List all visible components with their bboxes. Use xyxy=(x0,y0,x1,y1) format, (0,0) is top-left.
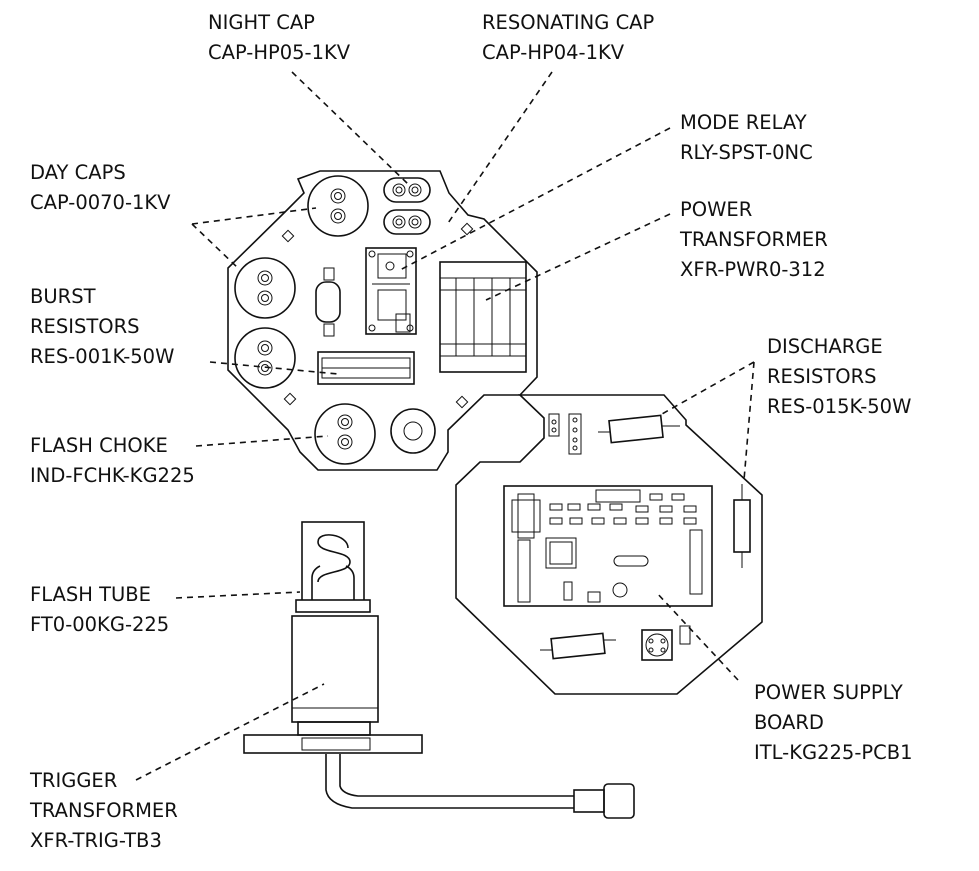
board-components xyxy=(549,493,697,525)
resonating-cap-label: RESONATING CAP CAP-HP04-1KV xyxy=(482,8,654,68)
discharge-resistors-name-2: RESISTORS xyxy=(767,365,877,388)
flash-tube-part: FT0-00KG-225 xyxy=(30,613,170,636)
burst-resistors-name-2: RESISTORS xyxy=(30,315,140,338)
power-transformer-label: POWER TRANSFORMER XFR-PWR0-312 xyxy=(680,195,828,285)
night-cap-name: NIGHT CAP xyxy=(208,11,315,34)
discharge-resistor-top xyxy=(598,414,680,444)
burst-resistors-part: RES-001K-50W xyxy=(30,345,175,368)
mode-relay xyxy=(365,247,417,335)
day-caps-part: CAP-0070-1KV xyxy=(30,191,171,214)
flash-tube-label: FLASH TUBE FT0-00KG-225 xyxy=(30,580,169,640)
discharge-resistor-right xyxy=(733,484,751,568)
night-cap-part: CAP-HP05-1KV xyxy=(208,41,351,64)
day-caps-label: DAY CAPS CAP-0070-1KV xyxy=(30,158,171,218)
power-supply-board-name-2: BOARD xyxy=(754,711,824,734)
discharge-resistors-name-1: DISCHARGE xyxy=(767,335,883,358)
resonating-cap-name: RESONATING CAP xyxy=(482,11,655,34)
burst-resistors-name-1: BURST xyxy=(30,285,96,308)
trigger-transformer-name-2: TRANSFORMER xyxy=(30,799,178,822)
flash-choke-label: FLASH CHOKE IND-FCHK-KG225 xyxy=(30,431,195,491)
resonating-cap xyxy=(383,209,431,235)
discharge-resistors-label: DISCHARGE RESISTORS RES-015K-50W xyxy=(767,332,911,422)
day-caps-name: DAY CAPS xyxy=(30,161,126,184)
day-cap-left-upper xyxy=(234,257,296,319)
power-transformer-name-2: TRANSFORMER xyxy=(680,228,828,251)
resonating-cap-part: CAP-HP04-1KV xyxy=(482,41,625,64)
flash-tube-name: FLASH TUBE xyxy=(30,583,151,606)
power-supply-board-label: POWER SUPPLY BOARD ITL-KG225-PCB1 xyxy=(754,678,913,768)
trigger-transformer xyxy=(243,615,635,819)
burst-resistors-label: BURST RESISTORS RES-001K-50W xyxy=(30,282,174,372)
mode-relay-part: RLY-SPST-0NC xyxy=(680,141,813,164)
night-cap-label: NIGHT CAP CAP-HP05-1KV xyxy=(208,8,350,68)
small-coil xyxy=(315,267,341,337)
day-cap-top xyxy=(307,175,369,237)
night-cap xyxy=(383,177,431,203)
round-connector xyxy=(641,625,691,661)
mode-relay-name: MODE RELAY xyxy=(680,111,807,134)
power-supply-board-name-1: POWER SUPPLY xyxy=(754,681,903,704)
trigger-transformer-part: XFR-TRIG-TB3 xyxy=(30,829,162,852)
trigger-transformer-label: TRIGGER TRANSFORMER XFR-TRIG-TB3 xyxy=(30,766,178,856)
power-supply-board-part: ITL-KG225-PCB1 xyxy=(754,741,913,764)
mode-relay-label: MODE RELAY RLY-SPST-0NC xyxy=(680,108,813,168)
power-supply-board xyxy=(503,485,713,607)
round-terminal xyxy=(390,408,436,454)
power-transformer-part: XFR-PWR0-312 xyxy=(680,258,826,281)
flash-choke-part: IND-FCHK-KG225 xyxy=(30,464,195,487)
discharge-resistor-bottom xyxy=(540,632,616,660)
flash-choke-name: FLASH CHOKE xyxy=(30,434,168,457)
burst-resistor xyxy=(317,351,415,385)
flash-tube xyxy=(295,521,371,613)
power-transformer-name-1: POWER xyxy=(680,198,753,221)
power-transformer-body xyxy=(439,261,527,373)
flash-choke xyxy=(314,403,376,465)
day-cap-left-lower xyxy=(234,327,296,389)
trigger-transformer-name-1: TRIGGER xyxy=(30,769,118,792)
discharge-resistors-part: RES-015K-50W xyxy=(767,395,912,418)
leader-lines xyxy=(135,71,755,781)
power-supply-plate xyxy=(455,394,763,695)
